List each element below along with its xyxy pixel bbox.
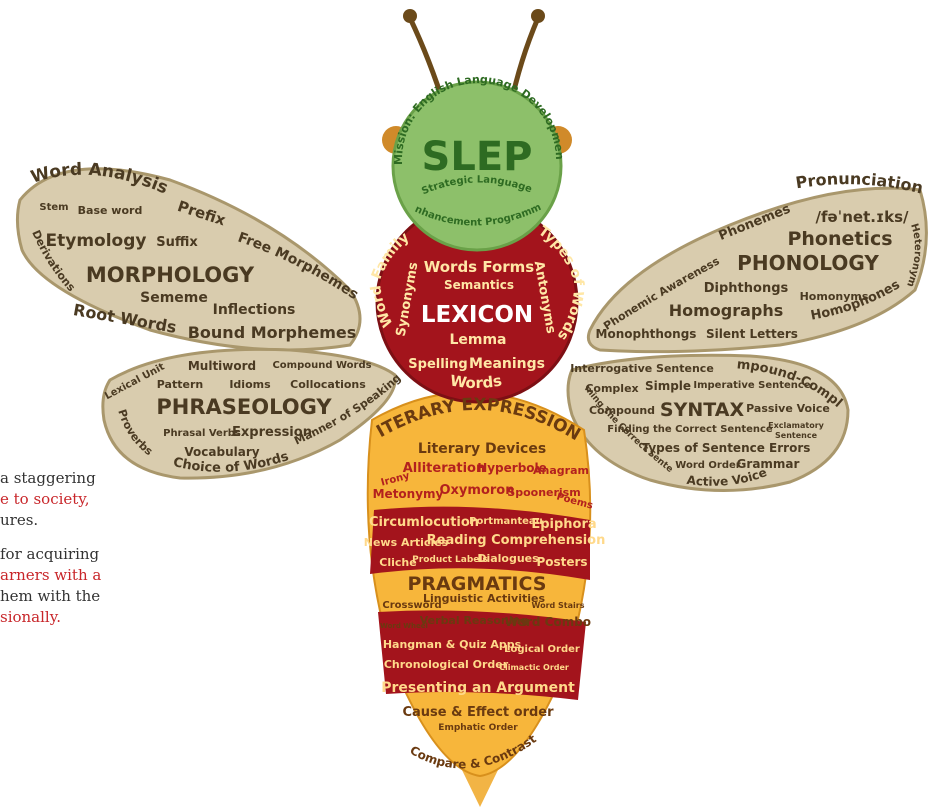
label: Oxymoron xyxy=(440,483,515,498)
label: Types of Sentence Errors xyxy=(642,441,811,455)
label: Word Stairs xyxy=(532,601,585,610)
label: Spelling xyxy=(408,357,467,372)
label: Linguistic Activities xyxy=(423,592,546,605)
label: Idioms xyxy=(229,378,271,391)
label: Climactic Order xyxy=(499,663,569,672)
morphology-title: MORPHOLOGY xyxy=(86,263,255,287)
label: Hangman & Quiz Apps xyxy=(383,638,522,651)
label: Diphthongs xyxy=(704,281,789,296)
label: Simple xyxy=(645,379,691,393)
label: Meanings xyxy=(469,356,545,372)
label: Lemma xyxy=(449,332,506,348)
label: Sememe xyxy=(140,290,208,306)
phonology-title: PHONOLOGY xyxy=(737,251,879,275)
label: Silent Letters xyxy=(706,327,798,341)
label: Bound Morphemes xyxy=(188,323,357,342)
label: Inflections xyxy=(213,302,296,318)
label: Cliche xyxy=(379,556,416,569)
label: Epiphora xyxy=(531,517,596,532)
ipa-label: /fəˈnet.ɪks/ xyxy=(815,208,909,226)
syntax-title: SYNTAX xyxy=(660,399,745,421)
label: Grammar xyxy=(737,457,800,471)
label: Circumlocution xyxy=(369,515,479,530)
label: Alliteration xyxy=(403,461,486,476)
label: Base word xyxy=(78,204,143,217)
label: Stem xyxy=(39,202,68,213)
lexicon-title: LEXICON xyxy=(421,302,533,328)
svg-text:Words: Words xyxy=(449,371,503,392)
label: Reading Comprehension xyxy=(427,533,606,548)
label: Dialogues xyxy=(477,552,539,565)
label: Suffix xyxy=(156,235,198,250)
label: Chronological Order xyxy=(384,658,509,671)
label: Word Combo xyxy=(505,615,591,629)
slep-title: SLEP xyxy=(422,134,533,180)
label: Posters xyxy=(536,555,587,569)
label: Literary Devices xyxy=(418,441,546,457)
label: Passive Voice xyxy=(746,402,830,415)
label: Semantics xyxy=(444,278,514,292)
label: Anagram xyxy=(533,464,589,477)
label: Etymology xyxy=(46,231,147,251)
label: Finding the Correct Sentence xyxy=(607,424,773,435)
label: Vocabulary xyxy=(184,445,259,459)
label: Word Order xyxy=(675,460,740,471)
label: Collocations xyxy=(290,378,366,391)
phraseology-title: PHRASEOLOGY xyxy=(156,395,332,419)
label: Compound Words xyxy=(272,360,371,371)
label: Emphatic Order xyxy=(438,723,518,733)
label: Words xyxy=(449,371,503,392)
label: Exclamatory xyxy=(768,421,825,430)
label: Logical Order xyxy=(504,644,580,655)
label: Metonymy xyxy=(373,487,444,501)
label: Sentence xyxy=(775,431,818,440)
label: Phonetics xyxy=(787,228,892,250)
label: Phrasal Verbs xyxy=(163,428,241,439)
label: Cause & Effect order xyxy=(402,705,554,720)
label: Monophthongs xyxy=(596,327,697,341)
label: Presenting an Argument xyxy=(381,680,575,696)
label: Homographs xyxy=(669,301,784,320)
label: Multiword xyxy=(188,359,256,373)
label: Imperative Sentence xyxy=(693,380,810,391)
label: Pattern xyxy=(157,378,203,391)
label: Interrogative Sentence xyxy=(570,362,714,375)
label: Words Forms xyxy=(424,258,535,276)
label: Compound xyxy=(589,404,655,417)
